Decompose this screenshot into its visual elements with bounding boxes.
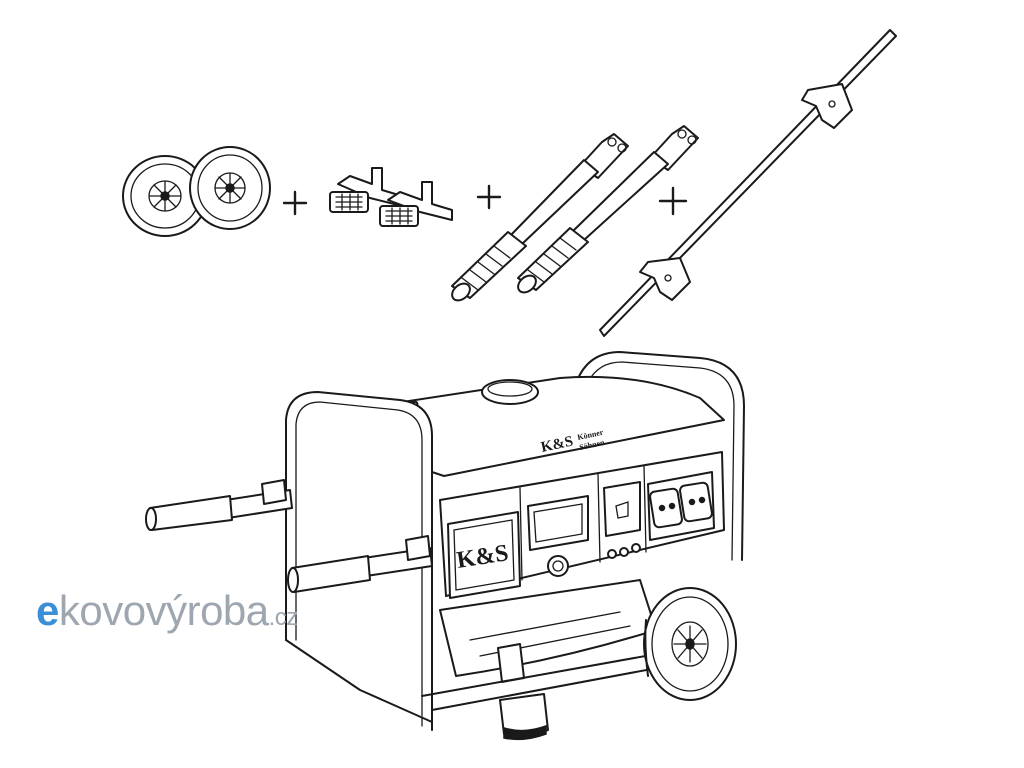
power-sockets (647, 471, 715, 541)
plus-sign-2 (476, 184, 502, 210)
panel-knob (547, 555, 569, 577)
handles-accessory (451, 125, 699, 302)
fuel-cap (481, 379, 539, 405)
foot-right (379, 181, 453, 227)
top-brand-label: K&S Könner Söhnen (540, 428, 606, 456)
plus-sign-1 (282, 190, 308, 216)
attached-handle-lower (287, 535, 433, 593)
fuel-tank (349, 375, 725, 477)
axle-accessory (599, 29, 897, 337)
foot-left (329, 167, 403, 213)
voltmeter (527, 495, 589, 551)
attached-handle-upper (145, 479, 293, 531)
mounted-wheel (643, 587, 737, 701)
watermark-main: kovovýroba (58, 587, 269, 634)
logo-plate (447, 511, 521, 599)
watermark-prefix: e (36, 587, 59, 634)
feet-accessory (329, 167, 453, 227)
handle-left (451, 133, 629, 302)
watermark-tld: .cz (268, 604, 299, 631)
handle-right (517, 125, 699, 294)
wheels-accessory (122, 146, 271, 237)
svg-text:K&S: K&S (540, 434, 575, 456)
plus-sign-3 (658, 186, 688, 216)
watermark-logo: ekovovýroba.cz (36, 590, 298, 632)
generator: K&S Könner Söhnen K&S (145, 351, 745, 741)
wheel-right (189, 146, 271, 230)
